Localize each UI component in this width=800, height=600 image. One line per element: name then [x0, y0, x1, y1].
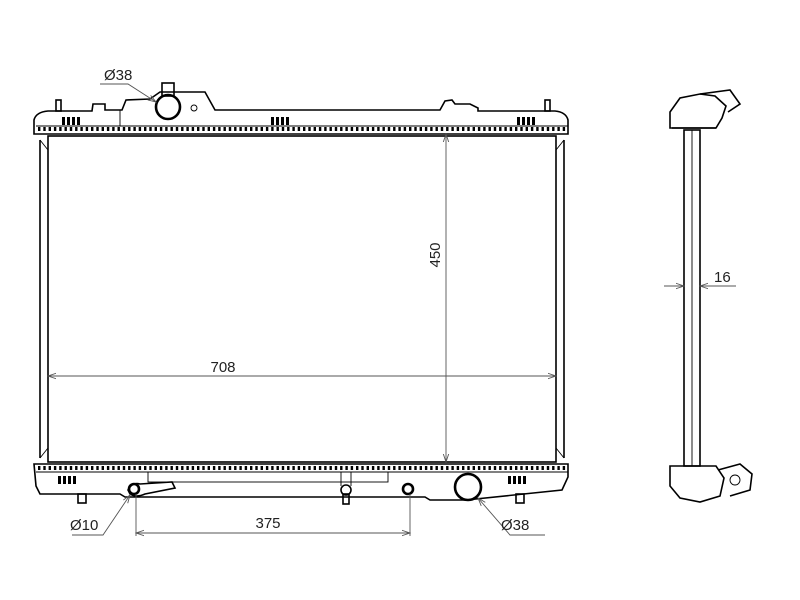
bottom-outlet-pipe [453, 472, 483, 502]
side-top-tank [669, 93, 727, 129]
core-width-label: 708 [210, 359, 235, 376]
mount-bolt [340, 472, 352, 505]
core-height-label: 450 [427, 242, 444, 267]
header-teeth [38, 127, 566, 131]
core-thickness-label: 16 [714, 269, 731, 286]
top-inlet-diameter-label: Ø38 [104, 67, 132, 84]
top-tank [33, 82, 569, 135]
side-bottom-tank [669, 465, 725, 503]
top-inlet-pipe [154, 93, 182, 121]
tank-clips [58, 476, 526, 484]
tank-clips [62, 117, 535, 125]
bottom-outlet-diameter-label: Ø38 [501, 517, 529, 534]
dimension-lines [48, 83, 556, 536]
side-brackets [39, 140, 565, 458]
radiator-core [47, 135, 557, 463]
front-view: Ø38 450 708 Ø10 375 Ø38 [33, 67, 569, 536]
header-teeth [38, 466, 566, 470]
distance-375-label: 375 [255, 515, 280, 532]
side-view: 16 [664, 89, 753, 503]
bottom-tank [33, 463, 569, 505]
drain-diameter-label: Ø10 [70, 517, 98, 534]
mount-pin [401, 482, 415, 496]
